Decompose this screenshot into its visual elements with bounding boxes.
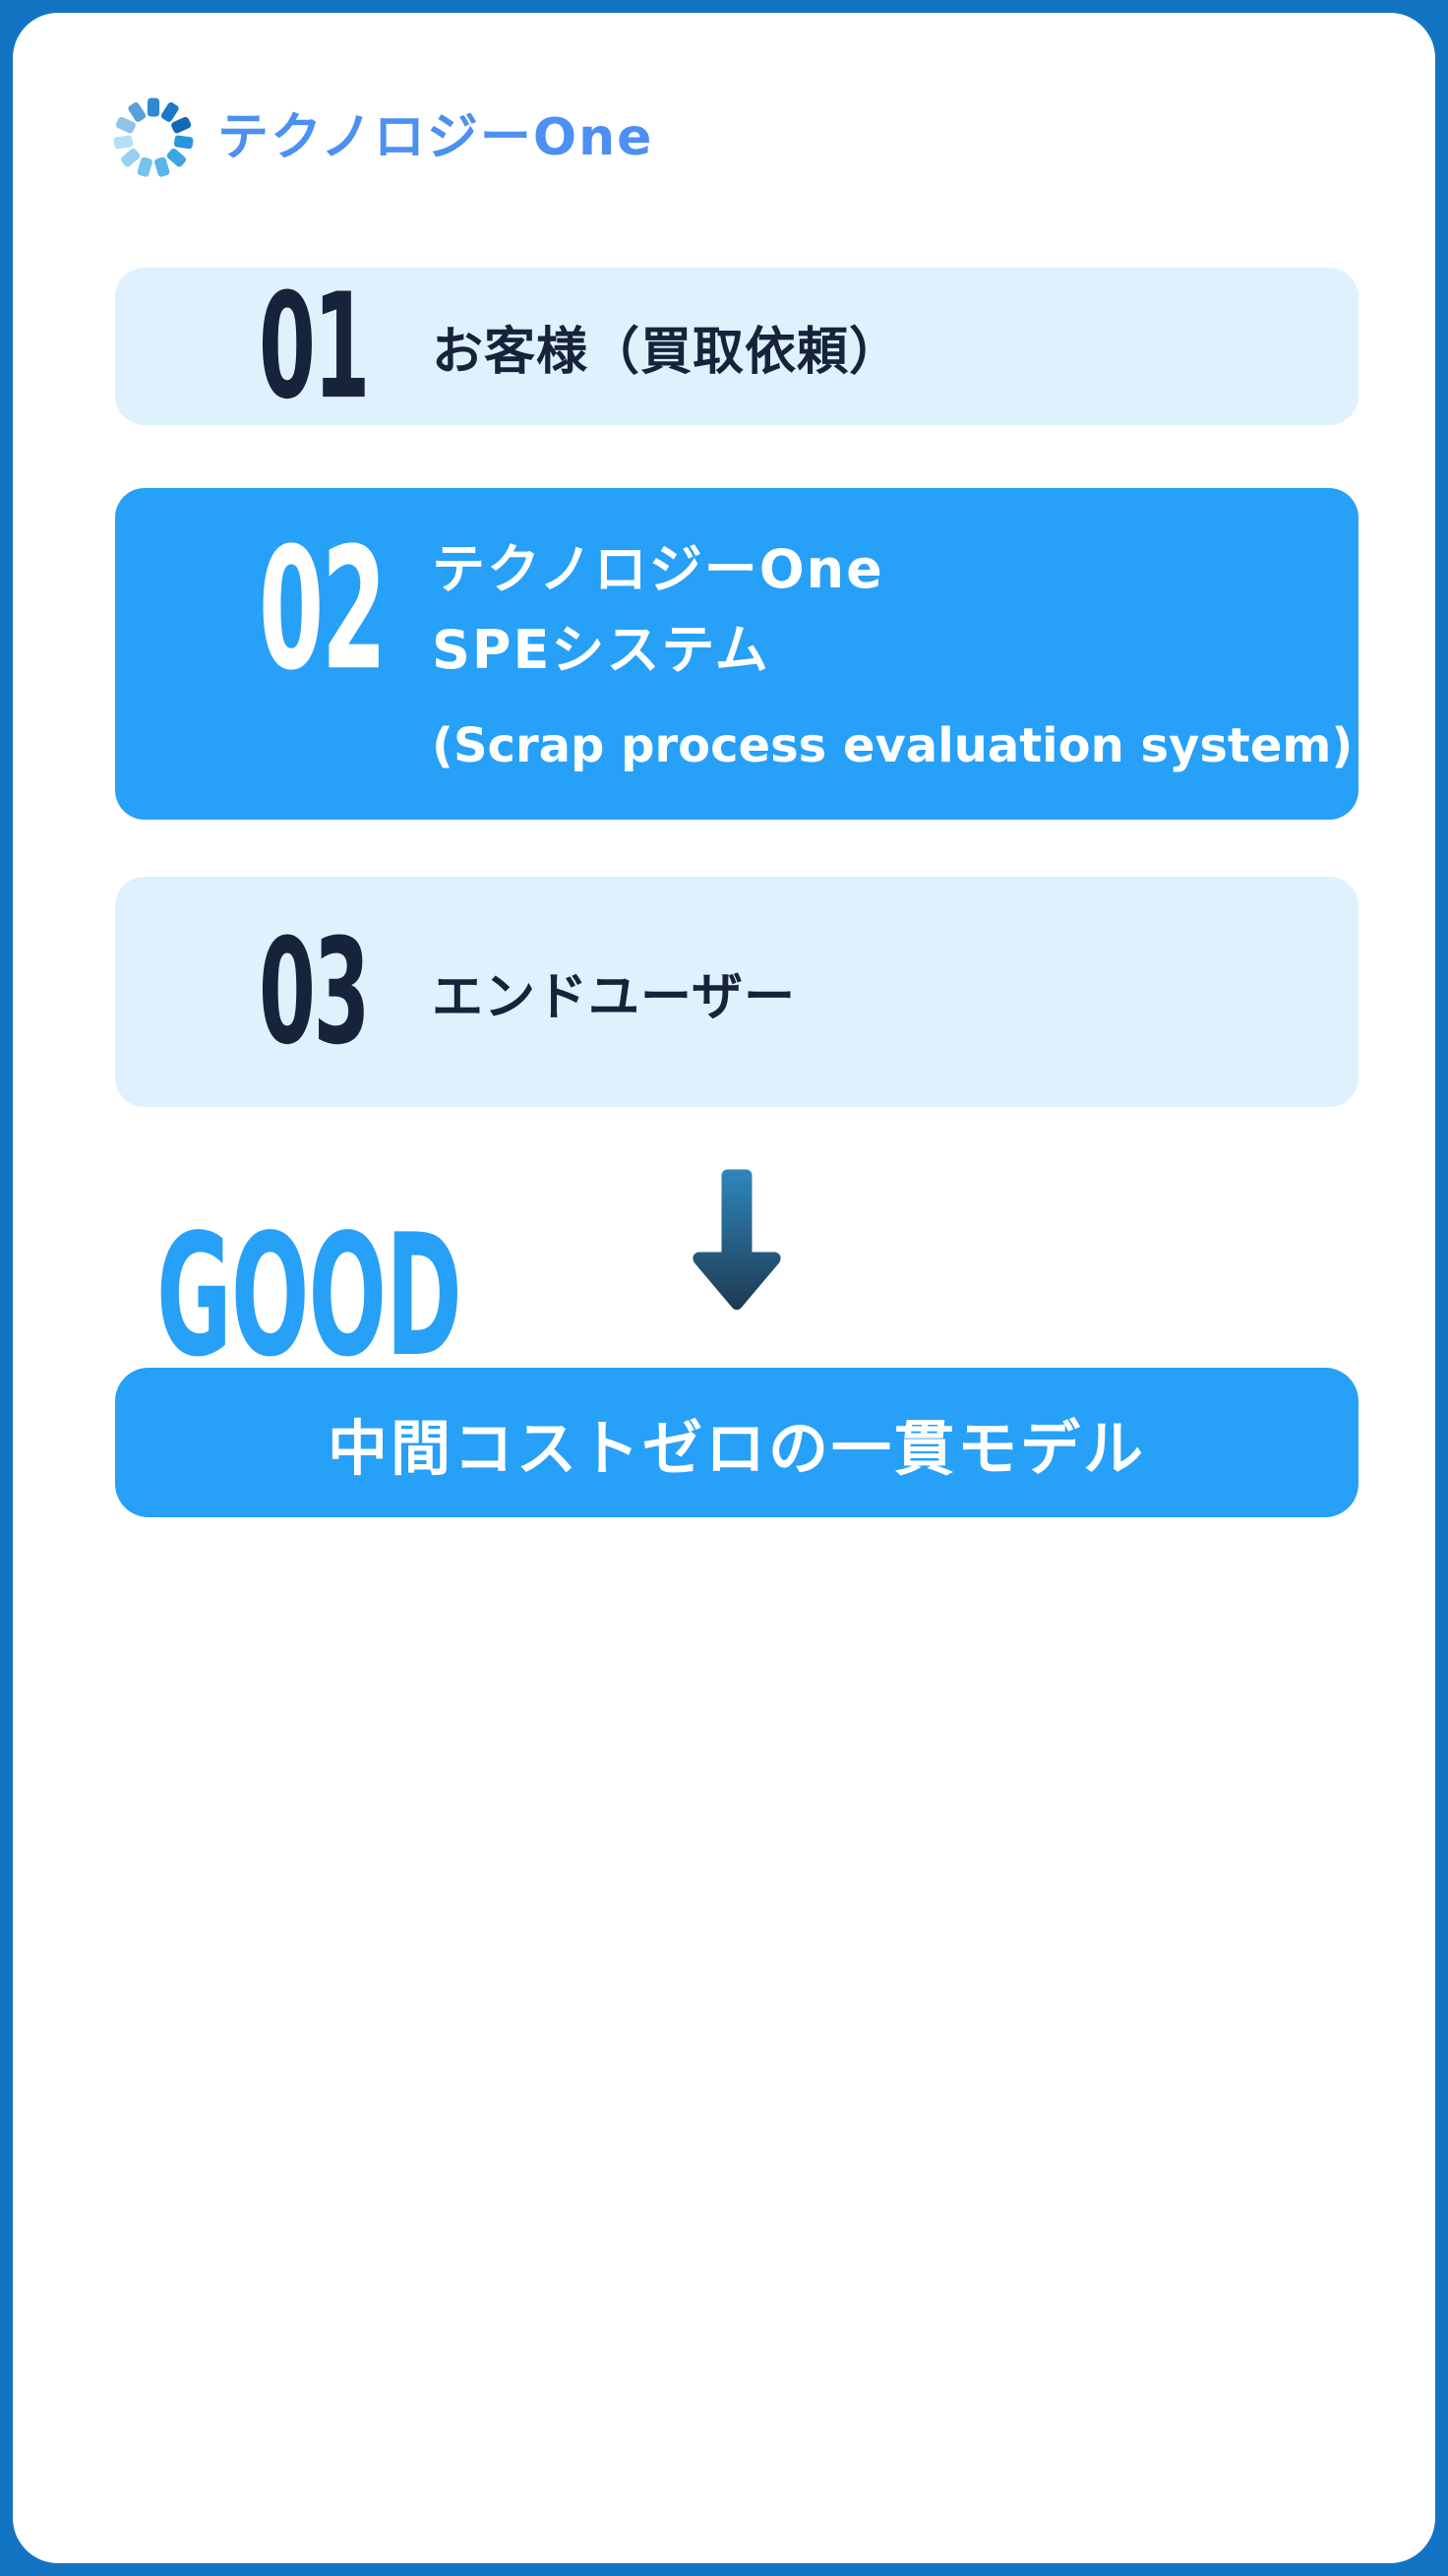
good-label: GOOD (156, 1197, 462, 1394)
logo: テクノロジーOne (111, 95, 653, 180)
step-2-line-2: SPEシステム (432, 619, 770, 681)
step-1-box: 01 お客様（買取依頼） (115, 268, 1358, 425)
result-banner: 中間コストゼロの一貫モデル (115, 1368, 1358, 1517)
step-2-box: 02 テクノロジーOne SPEシステム (Scrap process eval… (115, 488, 1358, 820)
down-arrow-icon (693, 1169, 781, 1311)
spinner-logo-icon (113, 97, 194, 177)
result-banner-text: 中間コストゼロの一貫モデル (327, 1413, 1146, 1484)
step-2-subline: (Scrap process evaluation system) (432, 718, 1354, 773)
step-2-number: 02 (259, 512, 387, 707)
step-3-label: エンドユーザー (432, 967, 796, 1027)
step-2-line-1: テクノロジーOne (432, 538, 884, 600)
step-3-box: 03 エンドユーザー (115, 877, 1358, 1107)
logo-text: テクノロジーOne (217, 108, 654, 167)
step-1-label: お客様（買取依頼） (432, 322, 902, 382)
infographic-card: テクノロジーOne 01 お客様（買取依頼） 02 テクノロジーOne SPEシ… (13, 13, 1435, 2563)
step-3-number-wrap: 03 (259, 919, 432, 1065)
step-1-number: 01 (259, 261, 370, 432)
step-3-number: 03 (259, 906, 370, 1077)
step-2-text: テクノロジーOne SPEシステム (Scrap process evaluat… (432, 529, 1353, 773)
step-1-number-wrap: 01 (259, 274, 432, 419)
step-2-number-wrap: 02 (259, 525, 432, 694)
